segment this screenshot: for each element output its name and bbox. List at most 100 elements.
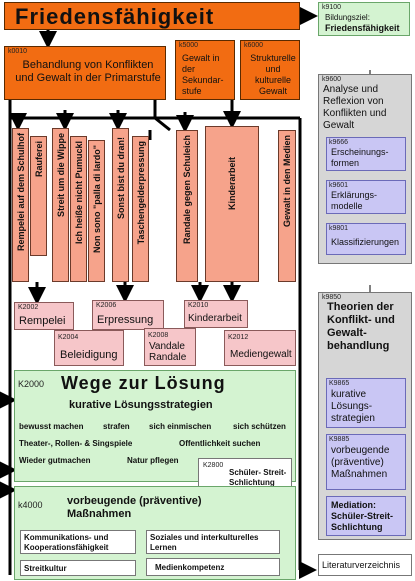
k6000-box[interactable]: k6000 Strukturelle und kulturelle Gewalt bbox=[240, 40, 300, 100]
k9601-label: Erklärungs-modelle bbox=[331, 190, 378, 211]
k4000-title: vorbeugende (präventive) Maßnahmen bbox=[67, 495, 202, 520]
vtext-wippe: Streit um die Wippe bbox=[56, 133, 66, 217]
k4000-item-0[interactable]: Kommunikations- und Kooperationsfähigkei… bbox=[20, 530, 136, 554]
k9601-box[interactable]: k9601 Erklärungs-modelle bbox=[326, 180, 406, 214]
k2800-code: K2800 bbox=[203, 462, 224, 469]
k9600-code: k9600 bbox=[322, 76, 342, 83]
k9600-title: Analyse und Reflexion von Konflikten und… bbox=[323, 84, 387, 131]
case-k2012[interactable]: K2012 Mediengewalt bbox=[224, 330, 296, 366]
k2000-item-1: strafen bbox=[103, 422, 130, 431]
vtext-lardo: Non sono "palla di lardo" bbox=[92, 145, 102, 254]
case-k2002[interactable]: K2002 Rempelei bbox=[14, 302, 74, 330]
bildungsziel-box[interactable]: k9100 Bildungsziel: Friedensfähigkeit bbox=[318, 2, 410, 36]
k4000-item-1[interactable]: Soziales und interkulturelles Lernen bbox=[146, 530, 280, 554]
k5000-label: Gewalt in der Sekundar-stufe bbox=[182, 53, 224, 96]
k0010-box[interactable]: k0010 Behandlung von Konflikten und Gewa… bbox=[4, 46, 166, 100]
k4000-item-0-label: Kommunikations- und Kooperationsfähigkei… bbox=[24, 533, 109, 552]
case-k2008[interactable]: K2008 Vandale Randale bbox=[144, 328, 196, 366]
vbox-lardo[interactable]: Non sono "palla di lardo" bbox=[88, 140, 105, 282]
vtext-rauferei: Rauferei bbox=[34, 141, 44, 178]
case-k2012-label: Mediengewalt bbox=[230, 349, 292, 360]
case-k2006-label: Erpressung bbox=[97, 314, 154, 326]
mediation-label: Mediation: Schüler-Streit-Schlichtung bbox=[331, 500, 394, 532]
k4000-item-3[interactable]: Medienkompetenz bbox=[146, 558, 280, 576]
k9850-title: Theorien der Konflikt- und Gewalt-behand… bbox=[327, 301, 395, 352]
case-k2002-code: K2002 bbox=[18, 304, 39, 311]
bildungsziel-code: k9100 bbox=[322, 4, 342, 11]
k9885-box[interactable]: K9885 vorbeugende (präventive) Maßnahmen bbox=[326, 434, 406, 490]
k9801-box[interactable]: k9801 Klassifizierungen bbox=[326, 223, 406, 255]
title-banner: Friedensfähigkeit bbox=[4, 2, 300, 30]
vtext-randale: Randale gegen Schuleich bbox=[182, 135, 192, 245]
k9666-code: k9666 bbox=[329, 139, 349, 146]
k0010-label: Behandlung von Konflikten und Gewalt in … bbox=[15, 59, 161, 84]
case-k2010[interactable]: K2010 Kinderarbeit bbox=[184, 300, 248, 328]
case-k2010-code: K2010 bbox=[188, 302, 209, 309]
k9865-box[interactable]: K9865 kurative Lösungs-strategien bbox=[326, 378, 406, 428]
k2000-item-3: sich schützen bbox=[233, 422, 286, 431]
k9601-code: k9601 bbox=[329, 182, 349, 189]
k9865-code: K9865 bbox=[329, 380, 350, 387]
case-k2004-code: K2004 bbox=[58, 334, 79, 341]
vbox-sonst[interactable]: Sonst bist du dran! bbox=[112, 128, 129, 282]
k4000-item-2-label: Streitkultur bbox=[24, 564, 67, 573]
vbox-wippe[interactable]: Streit um die Wippe bbox=[52, 128, 69, 282]
vtext-kinderarbeit: Kinderarbeit bbox=[227, 157, 237, 211]
vbox-medien[interactable]: Gewalt in den Medien bbox=[278, 130, 296, 282]
k2000-item-6: Wieder gutmachen bbox=[19, 456, 91, 465]
vtext-taschengeld: Taschengelderpressung bbox=[136, 141, 146, 245]
vtext-pumuckl: Ich heiße nicht Pumuckl bbox=[74, 141, 84, 245]
k2000-item-2: sich einmischen bbox=[149, 422, 212, 431]
vbox-kinderarbeit[interactable]: Kinderarbeit bbox=[205, 126, 259, 282]
bildungsziel-title: Friedensfähigkeit bbox=[325, 23, 400, 33]
k2000-subtitle: kurative Lösungsstrategien bbox=[69, 399, 213, 411]
case-k2004-label: Beleidigung bbox=[60, 349, 118, 361]
case-k2010-label: Kinderarbeit bbox=[188, 313, 242, 324]
case-k2008-label: Vandale Randale bbox=[149, 341, 187, 363]
k9885-label: vorbeugende (präventive) Maßnahmen bbox=[331, 445, 390, 480]
vbox-rauferei[interactable]: Rauferei bbox=[30, 136, 47, 256]
k0010-code: k0010 bbox=[8, 48, 28, 55]
vbox-rempelei[interactable]: Rempelei auf dem Schulhof bbox=[12, 128, 29, 282]
bildungsziel-label: Bildungsziel: bbox=[325, 13, 370, 22]
vtext-sonst: Sonst bist du dran! bbox=[116, 137, 126, 219]
k2000-title: Wege zur Lösung bbox=[61, 373, 226, 393]
k4000-code: k4000 bbox=[18, 500, 43, 510]
k2000-item-0: bewusst machen bbox=[19, 422, 84, 431]
mediation-box[interactable]: Mediation: Schüler-Streit-Schlichtung bbox=[326, 496, 406, 536]
k6000-code: k6000 bbox=[244, 42, 264, 49]
case-k2012-code: K2012 bbox=[228, 334, 249, 341]
k2000-code: K2000 bbox=[18, 379, 45, 389]
vbox-randale[interactable]: Randale gegen Schuleich bbox=[176, 130, 198, 282]
vtext-medien: Gewalt in den Medien bbox=[282, 135, 292, 228]
k9666-box[interactable]: k9666 Erscheinungs-formen bbox=[326, 137, 406, 171]
k9885-code: K9885 bbox=[329, 436, 350, 443]
case-k2004[interactable]: K2004 Beleidigung bbox=[54, 330, 124, 366]
vbox-pumuckl[interactable]: Ich heiße nicht Pumuckl bbox=[70, 136, 87, 282]
k4000-item-2[interactable]: Streitkultur bbox=[20, 560, 136, 576]
k9865-label: kurative Lösungs-strategien bbox=[331, 389, 375, 424]
case-k2002-label: Rempelei bbox=[19, 315, 66, 327]
case-k2008-code: K2008 bbox=[148, 332, 169, 339]
k5000-code: k5000 bbox=[179, 42, 199, 49]
vbox-taschengeld[interactable]: Taschengelderpressung bbox=[132, 136, 149, 282]
k5000-box[interactable]: k5000 Gewalt in der Sekundar-stufe bbox=[175, 40, 235, 100]
k2000-item-4: Theater-, Rollen- & Singspiele bbox=[19, 439, 133, 448]
k4000-item-3-label: Medienkompetenz bbox=[155, 563, 225, 572]
k9801-code: k9801 bbox=[329, 225, 349, 232]
k2800-label: Schüler- Streit-Schlichtung bbox=[229, 468, 287, 487]
literatur-label: Literaturverzeichnis bbox=[322, 560, 401, 570]
case-k2006[interactable]: K2006 Erpressung bbox=[92, 300, 164, 330]
k9666-label: Erscheinungs-formen bbox=[331, 147, 389, 168]
vtext-rempelei: Rempelei auf dem Schulhof bbox=[16, 133, 26, 252]
page-title: Friedensfähigkeit bbox=[15, 4, 215, 29]
k6000-label: Strukturelle und kulturelle Gewalt bbox=[250, 53, 296, 96]
k9801-label: Klassifizierungen bbox=[331, 237, 400, 247]
k9850-code: k9850 bbox=[322, 294, 342, 301]
k4000-item-1-label: Soziales und interkulturelles Lernen bbox=[150, 533, 259, 552]
case-k2006-code: K2006 bbox=[96, 302, 117, 309]
k2000-item-5: Offentlichkeit suchen bbox=[179, 439, 261, 448]
k2000-item-7: Natur pflegen bbox=[127, 456, 179, 465]
literatur-box[interactable]: Literaturverzeichnis bbox=[318, 554, 412, 576]
